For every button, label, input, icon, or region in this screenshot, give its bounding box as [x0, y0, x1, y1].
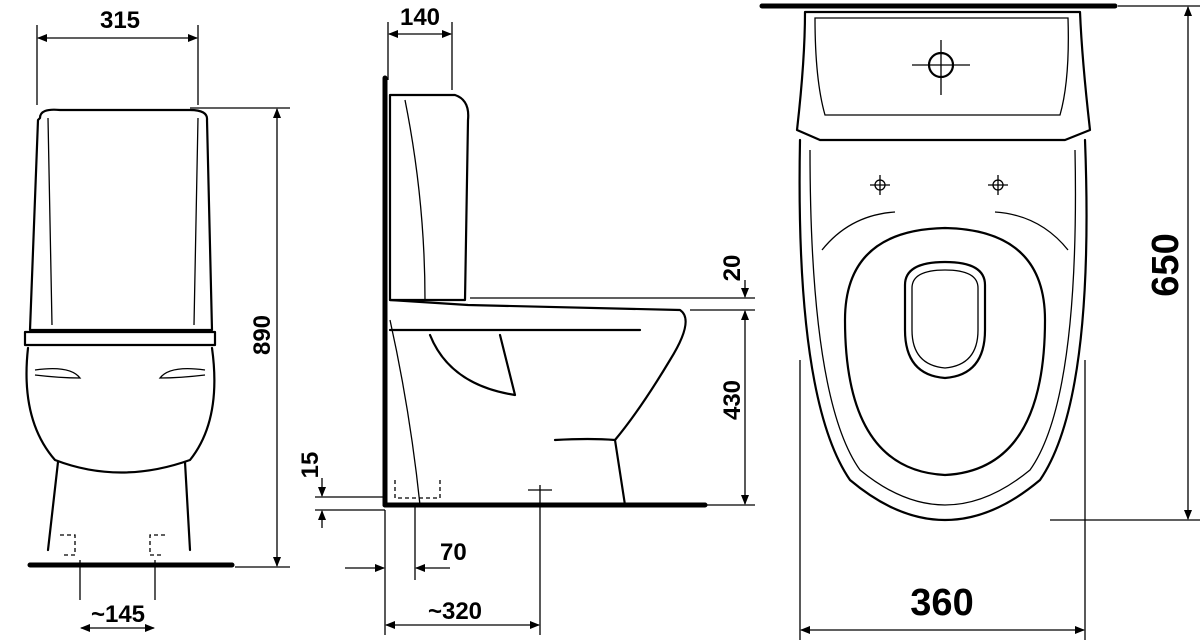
dim-seat-height: 430	[719, 380, 746, 420]
dim-outlet-offset: 70	[440, 539, 467, 566]
front-view: 315 890 ~145	[23, 7, 290, 632]
side-bowl	[388, 298, 687, 507]
dim-outlet-height: 15	[297, 452, 324, 479]
dim-front-width: 315	[100, 7, 140, 34]
front-pedestal	[46, 460, 192, 552]
side-tank	[388, 93, 470, 302]
dim-tank-depth: 140	[400, 4, 440, 31]
dim-side-depth: ~320	[428, 598, 482, 625]
dim-top-width: 360	[910, 582, 973, 624]
top-seat	[843, 226, 1047, 477]
top-view: 650 360	[759, 3, 1200, 640]
side-view: 140 20 430 15 70 ~320	[297, 4, 755, 635]
front-tank-outline	[28, 108, 214, 332]
dim-top-length: 650	[1145, 233, 1187, 296]
dim-outlet-spacing: ~145	[91, 601, 145, 628]
front-seat	[23, 330, 217, 347]
front-bowl	[25, 346, 216, 474]
dim-seat-offset: 20	[719, 255, 746, 282]
top-tank	[795, 10, 1092, 142]
dim-total-height: 890	[249, 315, 276, 355]
top-bowl	[798, 138, 1088, 522]
